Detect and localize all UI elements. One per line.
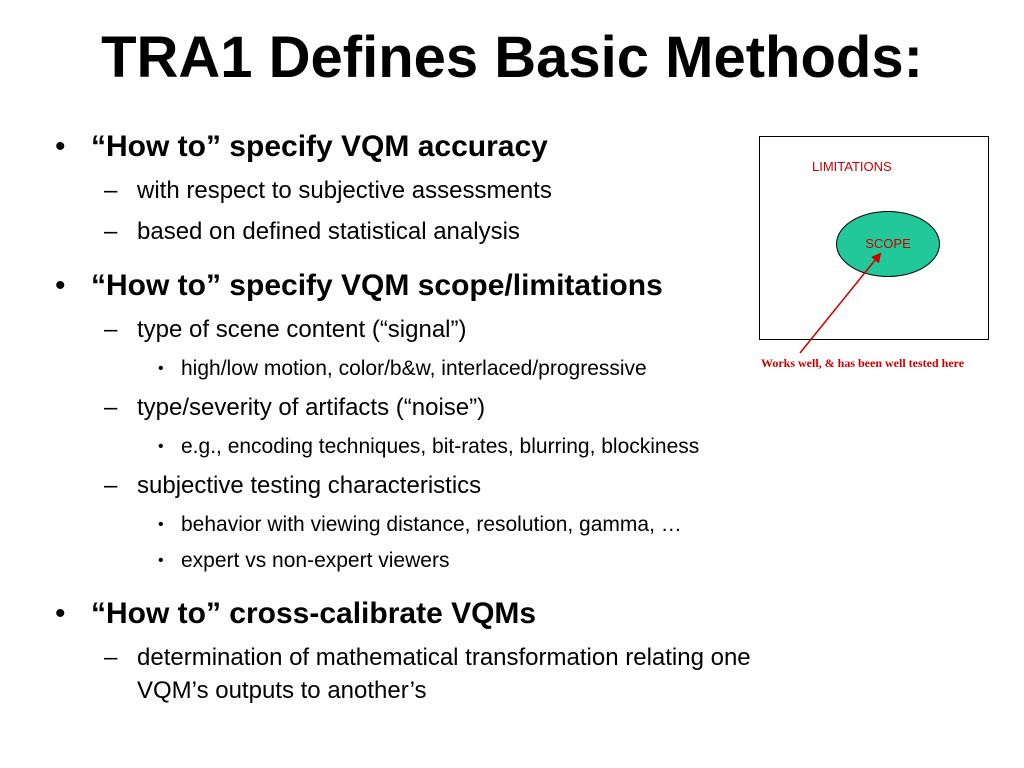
slide-title: TRA1 Defines Basic Methods:	[101, 25, 923, 90]
diagram-caption: Works well, & has been well tested here	[761, 356, 965, 370]
sub-bullet-subjective-assessments: with respect to subjective assessments	[137, 177, 552, 204]
sub-sub-bullet-marker: •	[158, 552, 164, 569]
sub-bullet-marker: –	[104, 316, 118, 343]
scope-label: SCOPE	[865, 236, 911, 251]
sub-bullet-testing-characteristics: subjective testing characteristics	[137, 472, 482, 499]
bullet-scope-limitations: “How to” specify VQM scope/limitations	[91, 269, 663, 302]
limitations-label: LIMITATIONS	[812, 159, 892, 174]
bullet-marker: •	[55, 269, 66, 302]
bullet-marker: •	[55, 597, 66, 630]
sub-bullet-scene-content: type of scene content (“signal”)	[137, 316, 467, 343]
sub-sub-bullet-motion: high/low motion, color/b&w, interlaced/p…	[181, 357, 647, 380]
sub-bullet-marker: –	[104, 472, 118, 499]
sub-bullet-statistical-analysis: based on defined statistical analysis	[137, 218, 520, 245]
bullet-marker: •	[55, 130, 66, 163]
sub-sub-bullet-viewing-distance: behavior with viewing distance, resoluti…	[181, 513, 682, 536]
sub-sub-bullet-expert-viewers: expert vs non-expert viewers	[181, 549, 450, 572]
sub-sub-bullet-marker: •	[158, 438, 164, 455]
sub-sub-bullet-marker: •	[158, 516, 164, 533]
sub-bullet-transformation-line2: VQM’s outputs to another’s	[137, 677, 427, 704]
sub-bullet-marker: –	[104, 177, 118, 204]
bullet-accuracy: “How to” specify VQM accuracy	[91, 130, 548, 163]
bullet-cross-calibrate: “How to” cross-calibrate VQMs	[91, 597, 537, 630]
sub-sub-bullet-marker: •	[158, 360, 164, 377]
sub-bullet-marker: –	[104, 394, 118, 421]
sub-bullet-marker: –	[104, 644, 118, 671]
sub-bullet-marker: –	[104, 218, 118, 245]
sub-sub-bullet-encoding: e.g., encoding techniques, bit-rates, bl…	[181, 435, 700, 458]
sub-bullet-artifacts: type/severity of artifacts (“noise”)	[137, 394, 486, 421]
sub-bullet-transformation-line1: determination of mathematical transforma…	[137, 644, 751, 671]
